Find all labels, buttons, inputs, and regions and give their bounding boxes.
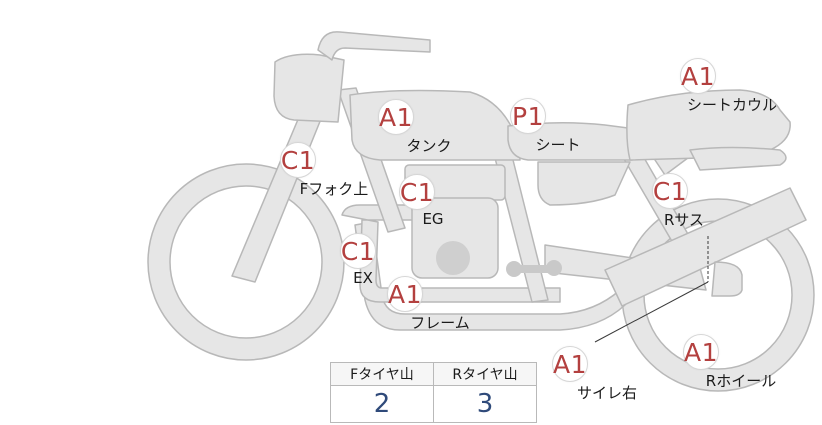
part-label: Rサス <box>663 211 705 229</box>
rear-tire-header: Rタイヤ山 <box>433 362 537 386</box>
grade-badge: A1 <box>552 346 588 382</box>
silencer <box>604 187 807 307</box>
grade-badge: A1 <box>387 276 423 312</box>
part-label: シートカウル <box>686 96 778 114</box>
tire-tread-header-row: Fタイヤ山 Rタイヤ山 <box>330 362 537 386</box>
part-label: EX <box>353 269 373 287</box>
rear-tire-value: 3 <box>433 385 537 423</box>
grade-badge: A1 <box>378 99 414 135</box>
tire-tread-table: Fタイヤ山 Rタイヤ山 2 3 <box>330 362 537 423</box>
handlebar <box>317 31 431 61</box>
grade-badge: A1 <box>683 334 719 370</box>
grade-badge: P1 <box>510 98 546 134</box>
part-label: サイレ右 <box>576 384 638 402</box>
radiator <box>711 261 743 297</box>
headlight-cowl <box>273 53 345 123</box>
front-tire-value: 2 <box>330 385 434 423</box>
leader-line-silencer <box>594 281 709 343</box>
side-cover <box>537 161 631 206</box>
grade-badge: C1 <box>340 233 376 269</box>
grade-badge: A1 <box>680 58 716 94</box>
part-label: タンク <box>406 137 452 155</box>
tire-tread-value-row: 2 3 <box>330 385 537 423</box>
part-label: シート <box>535 136 581 154</box>
grade-badge: C1 <box>280 142 316 178</box>
part-label: Fフォク上 <box>299 180 369 198</box>
part-label: EG <box>422 210 444 228</box>
engine-case <box>411 197 499 279</box>
part-label: Rホイール <box>705 372 777 390</box>
footpeg <box>506 260 562 277</box>
grade-badge: C1 <box>399 174 435 210</box>
grade-badge: C1 <box>652 173 688 209</box>
engine-cover-circle <box>436 241 470 275</box>
front-tire-header: Fタイヤ山 <box>330 362 434 386</box>
part-label: フレーム <box>410 314 470 332</box>
rear-fender <box>689 146 787 171</box>
